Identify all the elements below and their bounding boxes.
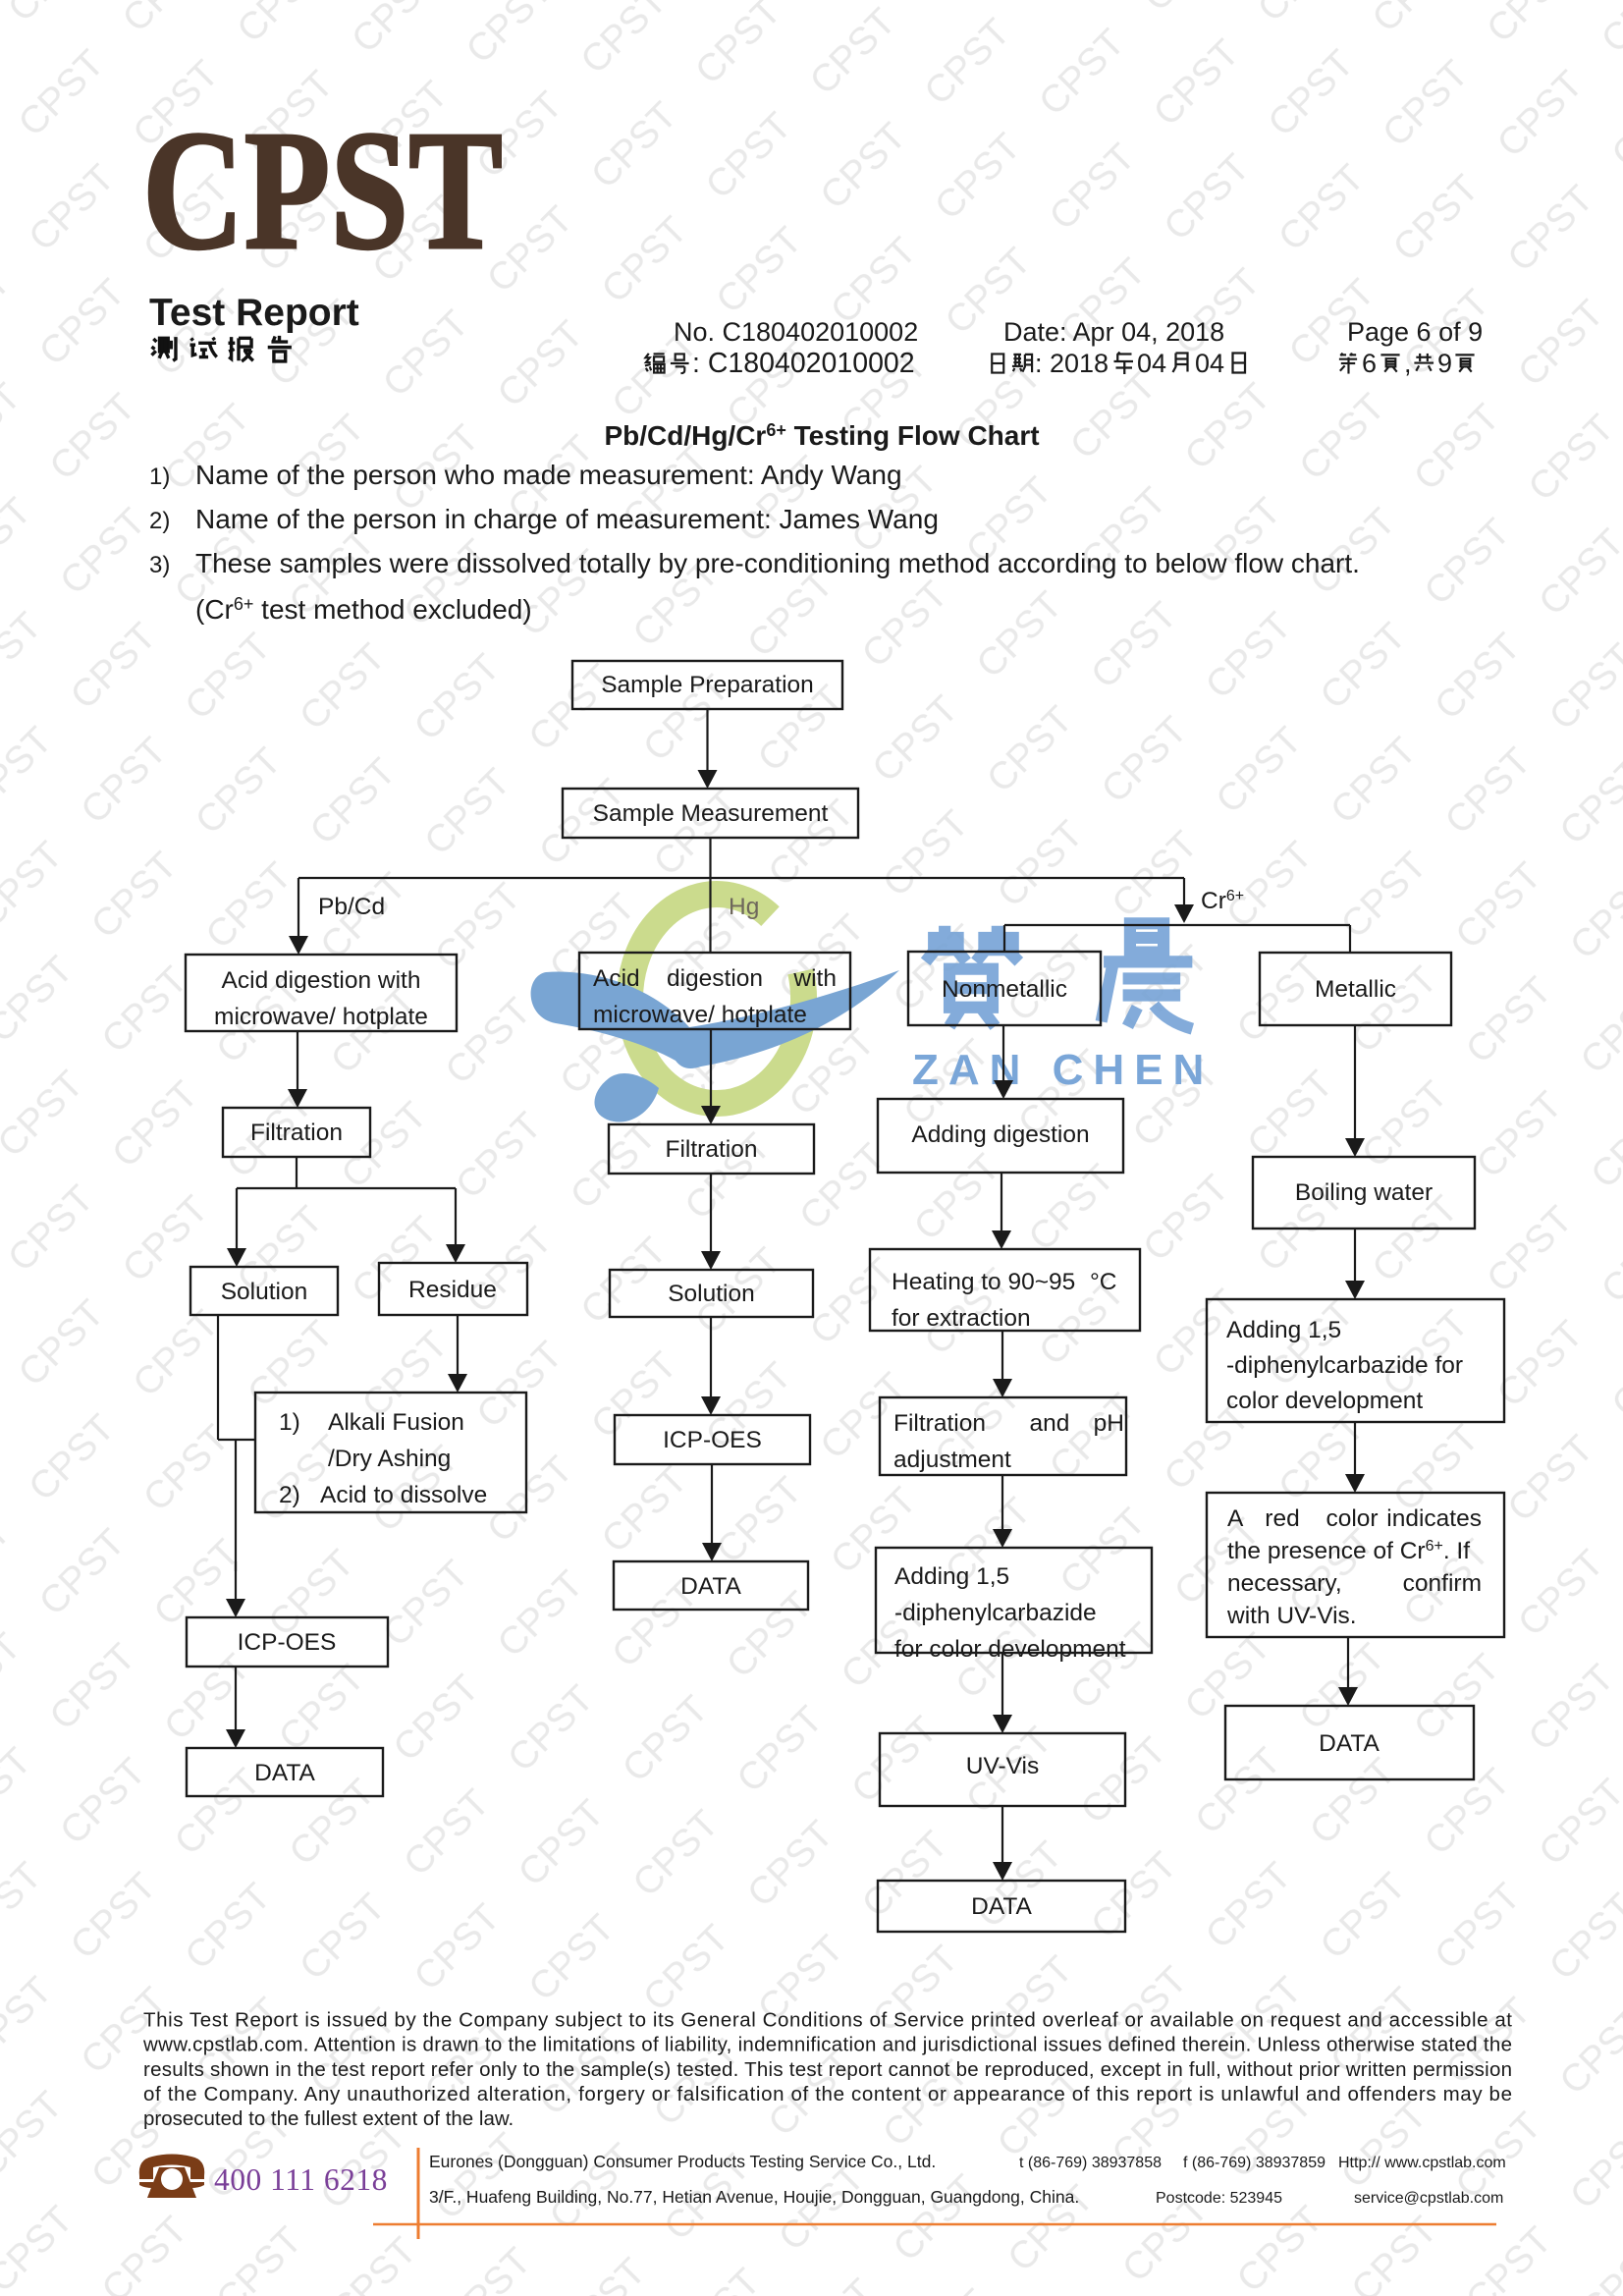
svg-text:1): 1): [149, 464, 170, 490]
svg-text:for extraction: for extraction: [892, 1305, 1031, 1332]
svg-text:Eurones (Dongguan) Consumer Pr: Eurones (Dongguan) Consumer Products Tes…: [429, 2152, 936, 2171]
svg-text:3): 3): [149, 552, 170, 578]
svg-text:Postcode: 523945: Postcode: 523945: [1156, 2190, 1282, 2207]
svg-text:Boiling water: Boiling water: [1295, 1179, 1433, 1206]
svg-text:400 111 6218: 400 111 6218: [214, 2162, 388, 2197]
svg-text:microwave/ hotplate: microwave/ hotplate: [214, 1004, 428, 1030]
svg-text:www.cpstlab.com. Attention is: www.cpstlab.com. Attention is drawn to t…: [142, 2034, 1512, 2056]
svg-text:Page 6 of 9: Page 6 of 9: [1347, 317, 1483, 347]
svg-text:Hg: Hg: [729, 894, 759, 920]
svg-text:04: 04: [1137, 349, 1166, 378]
svg-text:with: with: [792, 965, 837, 992]
svg-text:Adding digestion: Adding digestion: [911, 1121, 1089, 1148]
svg-text:color development: color development: [1226, 1388, 1423, 1414]
svg-text:Acid digestion with: Acid digestion with: [222, 967, 421, 994]
svg-text:pH: pH: [1094, 1410, 1124, 1437]
svg-text:of the Company. Any unauthoriz: of the Company. Any unauthorized alterat…: [143, 2083, 1512, 2105]
svg-text:Pb/Cd: Pb/Cd: [318, 894, 385, 920]
svg-text:and: and: [1030, 1410, 1070, 1437]
svg-text:Nonmetallic: Nonmetallic: [942, 976, 1067, 1003]
svg-text:microwave/ hotplate: microwave/ hotplate: [593, 1002, 807, 1028]
svg-text:ZAN CHEN: ZAN CHEN: [912, 1046, 1214, 1094]
svg-text:A: A: [1227, 1505, 1244, 1532]
svg-text:Solution: Solution: [221, 1279, 308, 1305]
svg-text:f (86-769) 38937859: f (86-769) 38937859: [1183, 2155, 1325, 2171]
svg-text:Residue: Residue: [408, 1277, 497, 1303]
svg-text:red: red: [1265, 1505, 1299, 1532]
svg-text:CPST: CPST: [142, 95, 503, 285]
svg-text:: C180402010002: : C180402010002: [692, 348, 915, 379]
svg-text:Sample Measurement: Sample Measurement: [593, 800, 829, 827]
svg-text:Alkali Fusion: Alkali Fusion: [328, 1409, 464, 1436]
svg-text:prosecuted to the fullest exte: prosecuted to the fullest extent of the …: [143, 2107, 514, 2130]
svg-text:DATA: DATA: [254, 1760, 315, 1786]
svg-text:°C: °C: [1090, 1269, 1117, 1295]
svg-text:service@cpstlab.com: service@cpstlab.com: [1354, 2190, 1503, 2207]
svg-text:adjustment: adjustment: [893, 1447, 1011, 1473]
svg-text:Sample Preparation: Sample Preparation: [601, 672, 814, 698]
svg-text:Filtration: Filtration: [250, 1120, 343, 1146]
svg-text:04: 04: [1195, 349, 1224, 378]
svg-text:Name of the person in charge o: Name of the person in charge of measurem…: [195, 504, 939, 534]
svg-text:3/F., Huafeng Building, No.77,: 3/F., Huafeng Building, No.77, Hetian Av…: [429, 2187, 1079, 2207]
svg-text:: 2018: : 2018: [1035, 349, 1109, 378]
svg-text:-diphenylcarbazide for: -diphenylcarbazide for: [1226, 1352, 1463, 1379]
svg-text:Acid to dissolve: Acid to dissolve: [320, 1482, 487, 1508]
svg-text:ICP-OES: ICP-OES: [238, 1629, 337, 1656]
svg-text:Test Report: Test Report: [149, 292, 359, 334]
svg-text:9: 9: [1437, 349, 1452, 378]
svg-text:with UV-Vis.: with UV-Vis.: [1226, 1603, 1357, 1629]
svg-text:for color development: for color development: [894, 1636, 1126, 1663]
svg-text:6: 6: [1362, 349, 1377, 378]
svg-text:indicates: indicates: [1386, 1505, 1482, 1532]
svg-text:DATA: DATA: [1319, 1730, 1380, 1757]
svg-text:Solution: Solution: [668, 1281, 755, 1307]
svg-text:necessary,: necessary,: [1227, 1570, 1342, 1597]
svg-text:Date: Apr 04, 2018: Date: Apr 04, 2018: [1003, 317, 1224, 347]
svg-text:These samples were dissolved t: These samples were dissolved totally by …: [195, 548, 1360, 578]
svg-text:Pb/Cd/Hg/Cr6+ Testing Flow Cha: Pb/Cd/Hg/Cr6+ Testing Flow Chart: [604, 420, 1039, 451]
svg-text:Adding 1,5: Adding 1,5: [894, 1563, 1009, 1590]
svg-text:-diphenylcarbazide: -diphenylcarbazide: [894, 1600, 1097, 1626]
svg-text:,: ,: [1404, 349, 1412, 378]
svg-text:This Test Report is issued by: This Test Report is issued by the Compan…: [143, 2008, 1512, 2031]
svg-text:DATA: DATA: [971, 1893, 1032, 1920]
svg-text:/Dry Ashing: /Dry Ashing: [328, 1446, 451, 1472]
svg-text:(Cr6+ test method excluded): (Cr6+ test method excluded): [195, 594, 532, 625]
svg-text:ICP-OES: ICP-OES: [663, 1427, 762, 1453]
svg-text:confirm: confirm: [1403, 1570, 1482, 1597]
svg-text:2): 2): [279, 1482, 300, 1508]
svg-text:DATA: DATA: [680, 1573, 741, 1600]
svg-text:Metallic: Metallic: [1315, 976, 1396, 1003]
svg-text:t (86-769) 38937858: t (86-769) 38937858: [1019, 2155, 1162, 2171]
svg-text:1): 1): [279, 1409, 300, 1436]
svg-text:Adding 1,5: Adding 1,5: [1226, 1317, 1341, 1343]
svg-text:color: color: [1325, 1505, 1378, 1532]
svg-text:2): 2): [149, 508, 170, 534]
svg-text:Http:// www.cpstlab.com: Http:// www.cpstlab.com: [1338, 2155, 1506, 2171]
svg-text:UV-Vis: UV-Vis: [966, 1753, 1039, 1779]
svg-text:No. C180402010002: No. C180402010002: [674, 317, 918, 347]
svg-text:Name of the person who made me: Name of the person who made measurement:…: [195, 460, 902, 490]
svg-text:Filtration: Filtration: [893, 1410, 986, 1437]
svg-text:digestion: digestion: [667, 965, 763, 992]
svg-text:Acid: Acid: [593, 965, 640, 992]
svg-text:Filtration: Filtration: [666, 1136, 758, 1163]
svg-text:Heating to 90~95: Heating to 90~95: [892, 1269, 1075, 1295]
svg-text:results shown in the test repo: results shown in the test report refer o…: [143, 2058, 1512, 2081]
